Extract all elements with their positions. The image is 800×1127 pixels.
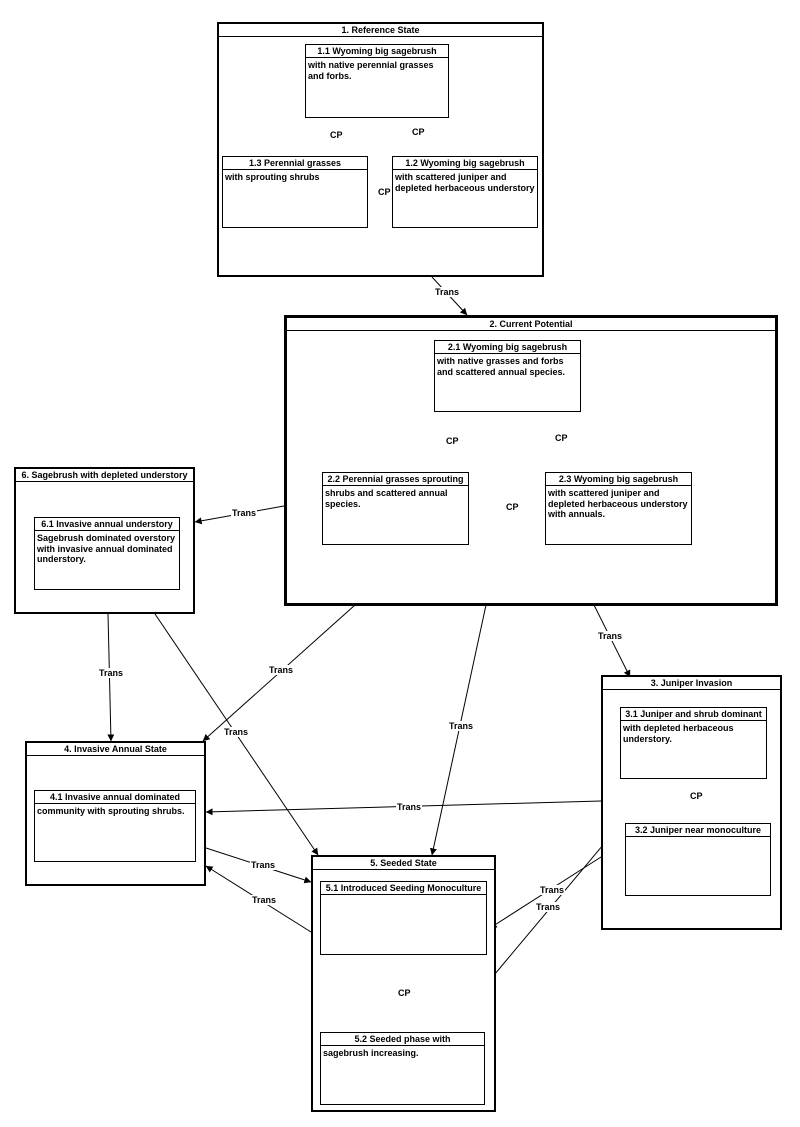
- phase-3-1-title: 3.1 Juniper and shrub dominant: [621, 708, 766, 721]
- label-cp-2.1-2.3: CP: [554, 433, 569, 443]
- phase-2-3: 2.3 Wyoming big sagebrush with scattered…: [545, 472, 692, 545]
- phase-5-1: 5.1 Introduced Seeding Monoculture: [320, 881, 487, 955]
- label-trans-s5-s4: Trans: [251, 895, 278, 905]
- phase-2-1-title: 2.1 Wyoming big sagebrush: [435, 341, 580, 354]
- state-1-title: 1. Reference State: [219, 24, 542, 37]
- phase-3-1-text: with depleted herbaceous understory.: [623, 723, 734, 744]
- phase-6-1-title: 6.1 Invasive annual understory: [35, 518, 179, 531]
- label-trans-s6-s4: Trans: [98, 668, 125, 678]
- phase-5-2-text: sagebrush increasing.: [323, 1048, 419, 1058]
- label-cp-2.3-2.2: CP: [505, 502, 520, 512]
- phase-2-1-text: with native grasses and forbs and scatte…: [437, 356, 566, 377]
- phase-2-2: 2.2 Perennial grasses sprouting shrubs a…: [322, 472, 469, 545]
- phase-3-2-title: 3.2 Juniper near monoculture: [626, 824, 770, 837]
- label-trans-s2-s6: Trans: [231, 508, 258, 518]
- label-trans-s1-s2: Trans: [434, 287, 461, 297]
- label-trans-s6-s5: Trans: [223, 727, 250, 737]
- state-3-title: 3. Juniper Invasion: [603, 677, 780, 690]
- phase-5-1-title: 5.1 Introduced Seeding Monoculture: [321, 882, 486, 895]
- label-trans-s3-s4: Trans: [396, 802, 423, 812]
- state-6-title: 6. Sagebrush with depleted understory: [16, 469, 193, 482]
- phase-5-1-text: [321, 895, 486, 897]
- label-trans-s4-s5: Trans: [250, 860, 277, 870]
- phase-1-1: 1.1 Wyoming big sagebrush with native pe…: [305, 44, 449, 118]
- label-cp-1.2-1.3: CP: [377, 187, 392, 197]
- phase-1-3: 1.3 Perennial grasses with sprouting shr…: [222, 156, 368, 228]
- phase-4-1-text: community with sprouting shrubs.: [37, 806, 185, 816]
- phase-4-1: 4.1 Invasive annual dominated community …: [34, 790, 196, 862]
- label-cp-1.1-1.2: CP: [411, 127, 426, 137]
- phase-2-2-title: 2.2 Perennial grasses sprouting: [323, 473, 468, 486]
- phase-3-1: 3.1 Juniper and shrub dominant with depl…: [620, 707, 767, 779]
- phase-1-2-title: 1.2 Wyoming big sagebrush: [393, 157, 537, 170]
- label-cp-1.1-1.3: CP: [329, 130, 344, 140]
- phase-3-2: 3.2 Juniper near monoculture: [625, 823, 771, 896]
- state-4-title: 4. Invasive Annual State: [27, 743, 204, 756]
- arrow-s2-s3: [593, 604, 631, 678]
- label-cp-3.1-3.2: CP: [689, 791, 704, 801]
- label-cp-5.1-5.2: CP: [397, 988, 412, 998]
- phase-1-1-text: with native perennial grasses and forbs.: [308, 60, 434, 81]
- phase-5-2: 5.2 Seeded phase with sagebrush increasi…: [320, 1032, 485, 1105]
- phase-5-2-title: 5.2 Seeded phase with: [321, 1033, 484, 1046]
- state-5-title: 5. Seeded State: [313, 857, 494, 870]
- phase-1-1-title: 1.1 Wyoming big sagebrush: [306, 45, 448, 58]
- phase-2-1: 2.1 Wyoming big sagebrush with native gr…: [434, 340, 581, 412]
- label-trans-s2-s4: Trans: [268, 665, 295, 675]
- state-2-title: 2. Current Potential: [287, 318, 775, 331]
- label-trans-5.2-3.1: Trans: [535, 902, 562, 912]
- phase-6-1-text: Sagebrush dominated overstory with invas…: [37, 533, 176, 564]
- label-trans-s2-s5: Trans: [448, 721, 475, 731]
- phase-4-1-title: 4.1 Invasive annual dominated: [35, 791, 195, 804]
- label-trans-s2-s3: Trans: [597, 631, 624, 641]
- phase-1-3-text: with sprouting shrubs: [225, 172, 320, 182]
- phase-1-2: 1.2 Wyoming big sagebrush with scattered…: [392, 156, 538, 228]
- label-trans-s3-s5: Trans: [539, 885, 566, 895]
- phase-1-3-title: 1.3 Perennial grasses: [223, 157, 367, 170]
- phase-2-3-title: 2.3 Wyoming big sagebrush: [546, 473, 691, 486]
- phase-6-1: 6.1 Invasive annual understory Sagebrush…: [34, 517, 180, 590]
- phase-3-2-text: [626, 837, 770, 839]
- phase-2-3-text: with scattered juniper and depleted herb…: [548, 488, 688, 519]
- label-cp-2.1-2.2: CP: [445, 436, 460, 446]
- phase-1-2-text: with scattered juniper and depleted herb…: [395, 172, 535, 193]
- phase-2-2-text: shrubs and scattered annual species.: [325, 488, 448, 509]
